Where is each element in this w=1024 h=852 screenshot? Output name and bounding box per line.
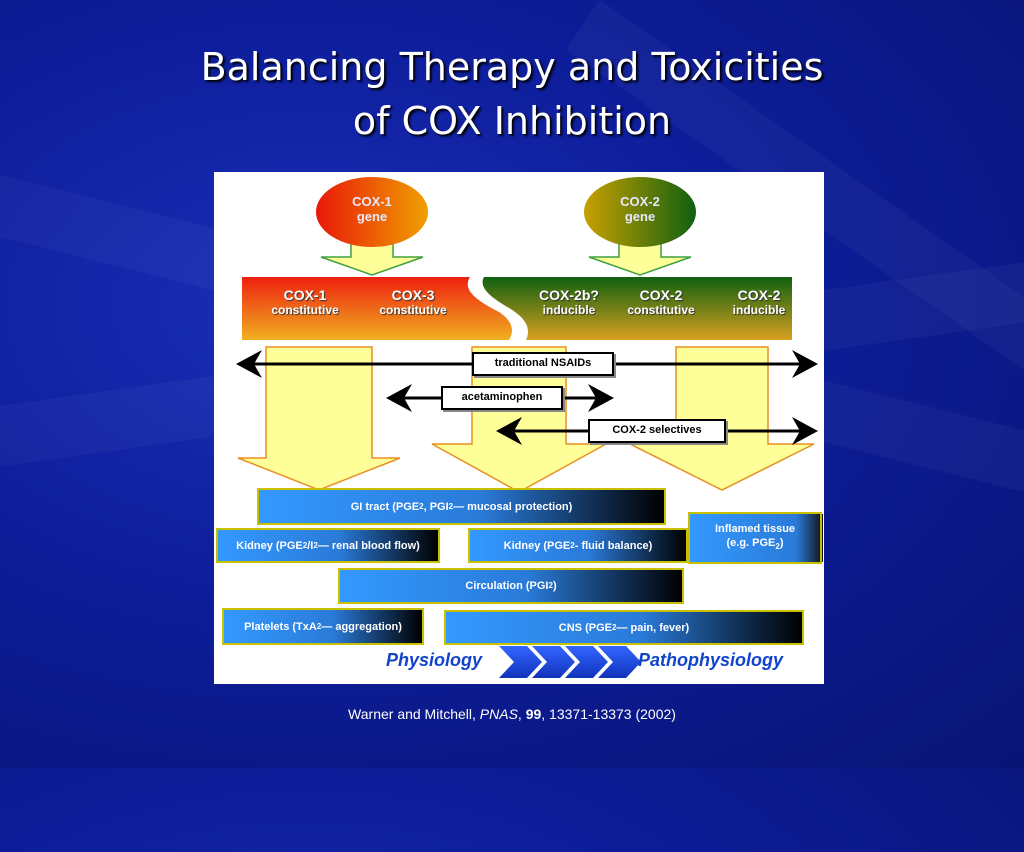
site-text: — aggregation): [321, 620, 402, 633]
subscript: 2: [419, 501, 424, 511]
subscript: 2: [302, 540, 308, 550]
citation: Warner and Mitchell, PNAS, 99, 13371-133…: [0, 706, 1024, 722]
chevron-arrow-1: [499, 646, 542, 678]
site-text: Circulation (PGI: [465, 580, 549, 592]
cox1-gene-word: gene: [356, 209, 388, 224]
site-text: ): [779, 536, 784, 549]
cox2-band: [482, 277, 792, 340]
isoform-cox2b: COX-2b? inducible: [524, 288, 614, 318]
flow-arrow-left: [237, 346, 401, 491]
site-text: GI tract (PGE: [350, 500, 420, 513]
cox-diagram: COX-1 gene COX-2 gene COX-1 constitutive…: [214, 172, 824, 684]
site-text: Platelets (TxA: [244, 620, 317, 633]
subscript: 2: [548, 581, 553, 590]
isoform-name: COX-2: [737, 287, 781, 303]
isoform-type: constitutive: [627, 303, 695, 317]
kidney-fluid-box-bg: [470, 530, 686, 561]
cox1-gene-name: COX-1: [352, 194, 392, 209]
acetaminophen-right-arrowhead: [588, 384, 614, 412]
gi-tract-box-bg: [259, 490, 664, 523]
citation-authors: Warner and Mitchell,: [348, 706, 480, 722]
pathophysiology-label: Pathophysiology: [638, 650, 784, 670]
citation-pages-year: , 13371-13373 (2002): [541, 706, 676, 722]
citation-separator: ,: [517, 706, 526, 722]
site-text: , PGI: [423, 500, 449, 513]
nsaids-left-arrowhead: [236, 350, 262, 378]
cox2-gene-word: gene: [624, 209, 656, 224]
title-line-1: Balancing Therapy and Toxicities: [200, 45, 824, 89]
cox1-gene-oval: [316, 177, 428, 247]
acetaminophen-label-box: acetaminophen: [441, 386, 563, 410]
site-text: CNS (PGE: [558, 621, 612, 634]
subscript: 2: [611, 622, 617, 632]
physiology-label: Physiology: [386, 650, 483, 670]
cox2-gene-name: COX-2: [620, 194, 660, 209]
platelets-box-bg: [224, 610, 422, 643]
subscript: 2: [775, 542, 780, 552]
isoform-name: COX-3: [391, 287, 435, 303]
site-text: Kidney (PGE: [503, 539, 571, 552]
site-text: — renal blood flow): [317, 539, 420, 552]
site-text: — mucosal protection): [453, 500, 573, 513]
site-text: /I: [307, 539, 314, 552]
circulation-box-bg: [340, 570, 682, 602]
isoform-cox2-constitutive: COX-2 constitutive: [616, 288, 706, 318]
nsaids-right-arrowhead: [792, 350, 818, 378]
isoform-type: inducible: [542, 303, 596, 317]
chevron-arrow-4: [598, 646, 641, 678]
site-text: Kidney (PGE: [236, 539, 303, 552]
isoform-name: COX-2: [639, 287, 683, 303]
constitutive-band: [242, 277, 512, 340]
inflamed-tissue-box: Inflamed tissue (e.g. PGE2): [688, 512, 822, 564]
cox2-gene-label: COX-2 gene: [600, 194, 680, 224]
isoform-name: COX-1: [283, 287, 327, 303]
isoform-cox3: COX-3 constitutive: [368, 288, 458, 318]
title-line-2: of COX Inhibition: [352, 99, 672, 143]
site-text: ): [552, 580, 557, 592]
isoform-cox2-inducible: COX-2 inducible: [714, 288, 804, 318]
chevron-arrow-3: [565, 646, 608, 678]
inflamed-tissue-box-bg: [690, 514, 823, 562]
site-text: (e.g. PGE: [726, 536, 776, 549]
citation-journal: PNAS: [479, 706, 518, 722]
chevron-arrow-2: [532, 646, 575, 678]
cns-box-bg: [446, 612, 802, 643]
slide-title: Balancing Therapy and Toxicities of COX …: [0, 40, 1024, 148]
citation-volume: 99: [525, 706, 542, 722]
subscript: 2: [570, 540, 575, 550]
site-text: — pain, fever): [616, 621, 690, 634]
site-text: Inflamed tissue: [714, 522, 796, 535]
cox1-gene-label: COX-1 gene: [332, 194, 412, 224]
site-text: - fluid balance): [574, 539, 653, 552]
site-text-line2: (e.g. PGE2): [726, 536, 783, 554]
cox2-selectives-right-arrowhead: [792, 417, 818, 445]
acetaminophen-left-arrowhead: [386, 384, 412, 412]
nsaids-label-box: traditional NSAIDs: [472, 352, 614, 376]
isoform-cox1: COX-1 constitutive: [260, 288, 350, 318]
isoform-name: COX-2b?: [539, 287, 599, 303]
diagram-graphics: [218, 177, 823, 678]
kidney-renal-box-bg: [218, 530, 438, 561]
isoform-type: inducible: [732, 303, 786, 317]
isoform-type: constitutive: [271, 303, 339, 317]
subscript: 2: [448, 501, 454, 511]
cox2-gene-oval: [584, 177, 696, 247]
subscript: 2: [313, 540, 318, 550]
isoform-type: constitutive: [379, 303, 447, 317]
subscript: 2: [316, 621, 322, 631]
cox2-selectives-left-arrowhead: [496, 417, 522, 445]
cox2-selectives-label-box: COX-2 selectives: [588, 419, 726, 443]
